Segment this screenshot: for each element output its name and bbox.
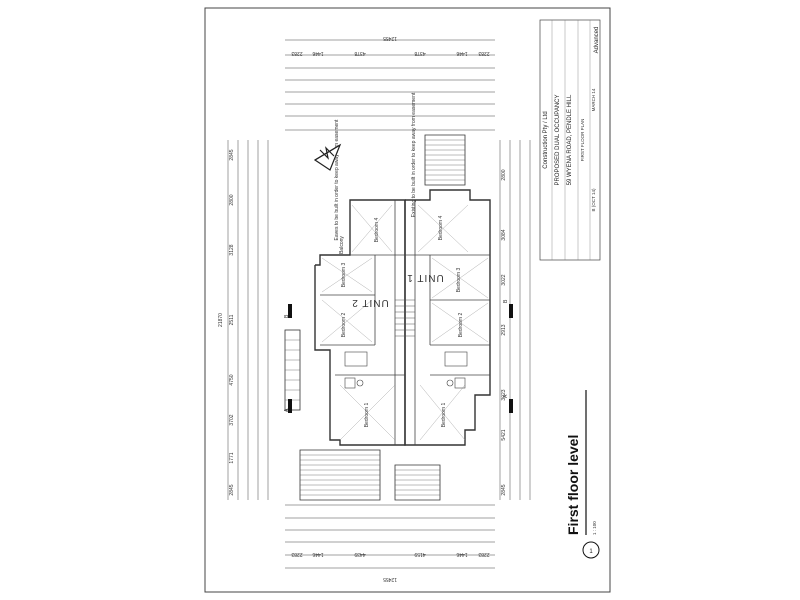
roof-hatching-top	[424, 134, 466, 186]
room-label-balcony: Balcony	[339, 236, 345, 254]
interior-walls	[320, 200, 490, 445]
svg-text:5421: 5421	[501, 429, 507, 440]
top-overall-dimension: 12455	[383, 35, 397, 41]
room-label-bedroom-2-unit1: Bedroom 2	[458, 313, 464, 338]
left-dimension-chains	[227, 140, 269, 500]
svg-text:2283: 2283	[291, 551, 302, 557]
title-block-sheet-title: FIRST FLOOR PLAN	[580, 119, 585, 162]
bottom-dimension-values: 2283 1446 4439 4159 1446 2283	[291, 551, 489, 557]
room-label-bedroom-4-unit1: Bedroom 4	[438, 216, 444, 241]
svg-text:1446: 1446	[312, 50, 323, 56]
svg-text:1446: 1446	[456, 551, 467, 557]
room-label-bedroom-1-unit1: Bedroom 1	[441, 403, 447, 428]
svg-text:1771: 1771	[229, 452, 235, 463]
drawing-title-text: First floor level	[565, 435, 581, 535]
roof-hatching-left	[299, 449, 381, 501]
drawing-number: 1	[589, 549, 593, 555]
left-dimension-values: 2845 1771 3702 4750 2511 3128 2800 2845	[229, 149, 235, 495]
room-label-bedroom-3-unit2: Bedroom 3	[341, 263, 347, 288]
section-marker-a-left: A	[284, 408, 290, 412]
svg-text:3128: 3128	[229, 244, 235, 255]
title-block: Construction Pty / Ltd PROPOSED DUAL OCC…	[539, 19, 601, 261]
right-dimension-chains	[499, 140, 531, 500]
balcony-hatching	[284, 329, 301, 411]
drawing-scale: 1 : 100	[592, 521, 597, 535]
svg-text:2913: 2913	[501, 324, 507, 335]
svg-text:3023: 3023	[501, 389, 507, 400]
note-eaves-left: Eaves to be built in order to keep away …	[334, 119, 340, 241]
title-block-company: Construction Pty / Ltd	[543, 111, 549, 168]
staircase	[395, 299, 415, 337]
room-label-bedroom-4-unit2: Bedroom 4	[374, 218, 380, 243]
svg-text:4750: 4750	[229, 374, 235, 385]
title-block-project: PROPOSED DUAL OCCUPANCY	[555, 94, 561, 185]
svg-text:4439: 4439	[354, 551, 365, 557]
svg-text:2283: 2283	[291, 50, 302, 56]
svg-text:3702: 3702	[229, 414, 235, 425]
section-marker-a-right: A	[503, 394, 509, 398]
svg-text:2283: 2283	[478, 50, 489, 56]
svg-text:2845: 2845	[501, 484, 507, 495]
svg-text:1446: 1446	[456, 50, 467, 56]
section-marker-b-left: B	[284, 314, 290, 318]
title-block-drawing-no: B (OCT 14)	[591, 188, 596, 211]
svg-text:3084: 3084	[501, 229, 507, 240]
bathroom-fixtures	[344, 351, 468, 389]
room-label-bedroom-1-unit2: Bedroom 1	[364, 403, 370, 428]
svg-text:2800: 2800	[501, 169, 507, 180]
title-block-date: MARCH 14	[591, 88, 596, 111]
bottom-dimension-chains	[285, 504, 495, 569]
side-overall-dimension: 21870	[218, 313, 224, 327]
svg-text:2845: 2845	[229, 484, 235, 495]
svg-text:1446: 1446	[312, 551, 323, 557]
section-markers: A B A B	[284, 299, 513, 413]
title-block-address: 59 WYENA ROAD, PENDLE HILL	[567, 94, 573, 185]
svg-text:2283: 2283	[478, 551, 489, 557]
note-eaves-right: Existing to be built in order to keep aw…	[411, 92, 417, 217]
svg-text:2845: 2845	[229, 149, 235, 160]
room-diagonals	[321, 204, 489, 441]
unit-2-label: UNIT 2	[351, 297, 389, 308]
room-label-bedroom-3-unit1: Bedroom 3	[456, 268, 462, 293]
top-dimension-values: 2283 1446 4378 4378 1446 2283	[291, 50, 489, 56]
section-marker-b-right: B	[503, 299, 509, 303]
right-dimension-values: 2845 5421 3023 2913 3022 3084 2800	[501, 169, 507, 495]
unit-1-label: UNIT 1	[406, 272, 444, 283]
room-labels: Bedroom 1 Bedroom 2 Bedroom 3 Bedroom 4 …	[339, 216, 464, 428]
top-dimension-chains	[285, 39, 495, 131]
svg-text:3022: 3022	[501, 274, 507, 285]
title-block-brand-logo: Advanced	[594, 27, 600, 54]
svg-text:2800: 2800	[229, 194, 235, 205]
svg-text:4159: 4159	[414, 551, 425, 557]
svg-text:4378: 4378	[354, 50, 365, 56]
building-outline	[314, 189, 491, 446]
svg-text:2511: 2511	[229, 314, 235, 325]
bottom-overall-dimension: 12455	[383, 576, 397, 582]
room-label-bedroom-2-unit2: Bedroom 2	[341, 313, 347, 338]
roof-hatching-right	[394, 464, 441, 501]
svg-text:4378: 4378	[414, 50, 425, 56]
drawing-title: 1 First floor level 1 : 100	[565, 390, 600, 559]
north-arrow-icon	[313, 143, 342, 171]
